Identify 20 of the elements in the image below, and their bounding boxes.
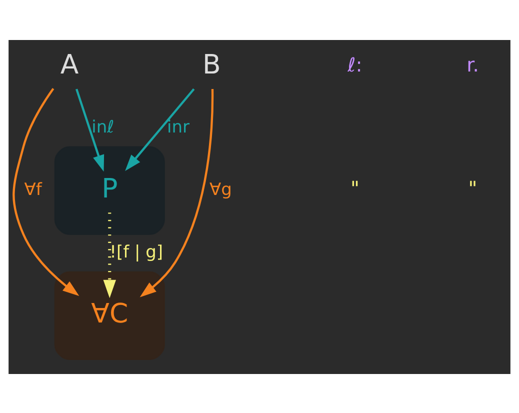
node-text: ∀C [91,298,128,330]
arrow [125,88,195,170]
edge-label: ∀g [210,180,232,200]
node-text: A [60,49,79,80]
edge-label: inℓ [92,117,114,138]
edge-label: ![f | g] [110,242,164,262]
node-text: B [202,49,221,80]
arrow [12,88,80,296]
arrow [76,88,104,172]
cluster [54,146,165,234]
edge-label: ∀f [24,180,42,200]
arrow [103,212,116,298]
node-text: P [102,172,118,204]
label: ℓ: [348,52,362,76]
label: " [350,176,360,200]
cluster [54,270,165,360]
label: " [468,176,478,200]
arrow [140,88,214,297]
edge-label: inr [167,117,190,138]
label: r. [466,52,479,76]
